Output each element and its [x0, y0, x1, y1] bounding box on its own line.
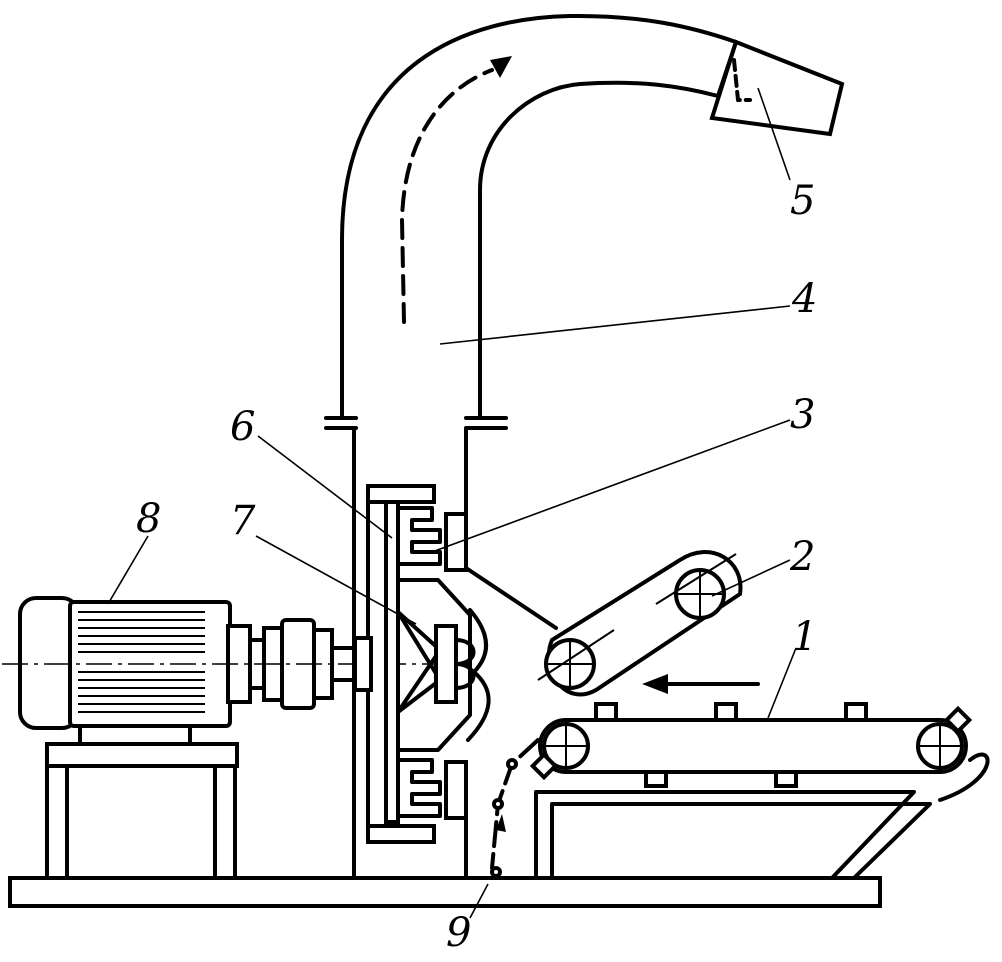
label-motor: 8	[136, 496, 161, 542]
rotor-hub	[396, 578, 476, 752]
deflector-hood	[709, 39, 845, 137]
leader-lines	[107, 87, 797, 919]
electric-motor	[18, 596, 360, 730]
feed-chute	[464, 566, 558, 742]
label-hood: 5	[790, 178, 815, 224]
label-conveyor: 1	[792, 614, 817, 660]
feed-conveyor	[529, 702, 990, 880]
base-plate	[8, 876, 882, 908]
label-hub: 7	[230, 498, 256, 544]
airflow-arrowhead	[490, 56, 512, 78]
label-rotor-disc: 6	[230, 404, 255, 450]
discharge-flap	[490, 738, 540, 878]
airflow-arrow-path	[400, 68, 494, 324]
label-duct: 4	[791, 276, 817, 322]
rotor-disc	[353, 484, 436, 844]
discharge-duct	[340, 13, 738, 420]
motor-stand	[45, 720, 239, 880]
label-valve: 9	[446, 910, 471, 956]
motor-cooling-fins	[78, 611, 205, 713]
label-blade: 3	[790, 392, 815, 438]
rotor-blades	[396, 506, 468, 820]
feed-direction-arrow	[642, 674, 760, 694]
pressing-roller	[537, 550, 743, 697]
label-roller: 2	[789, 534, 815, 580]
